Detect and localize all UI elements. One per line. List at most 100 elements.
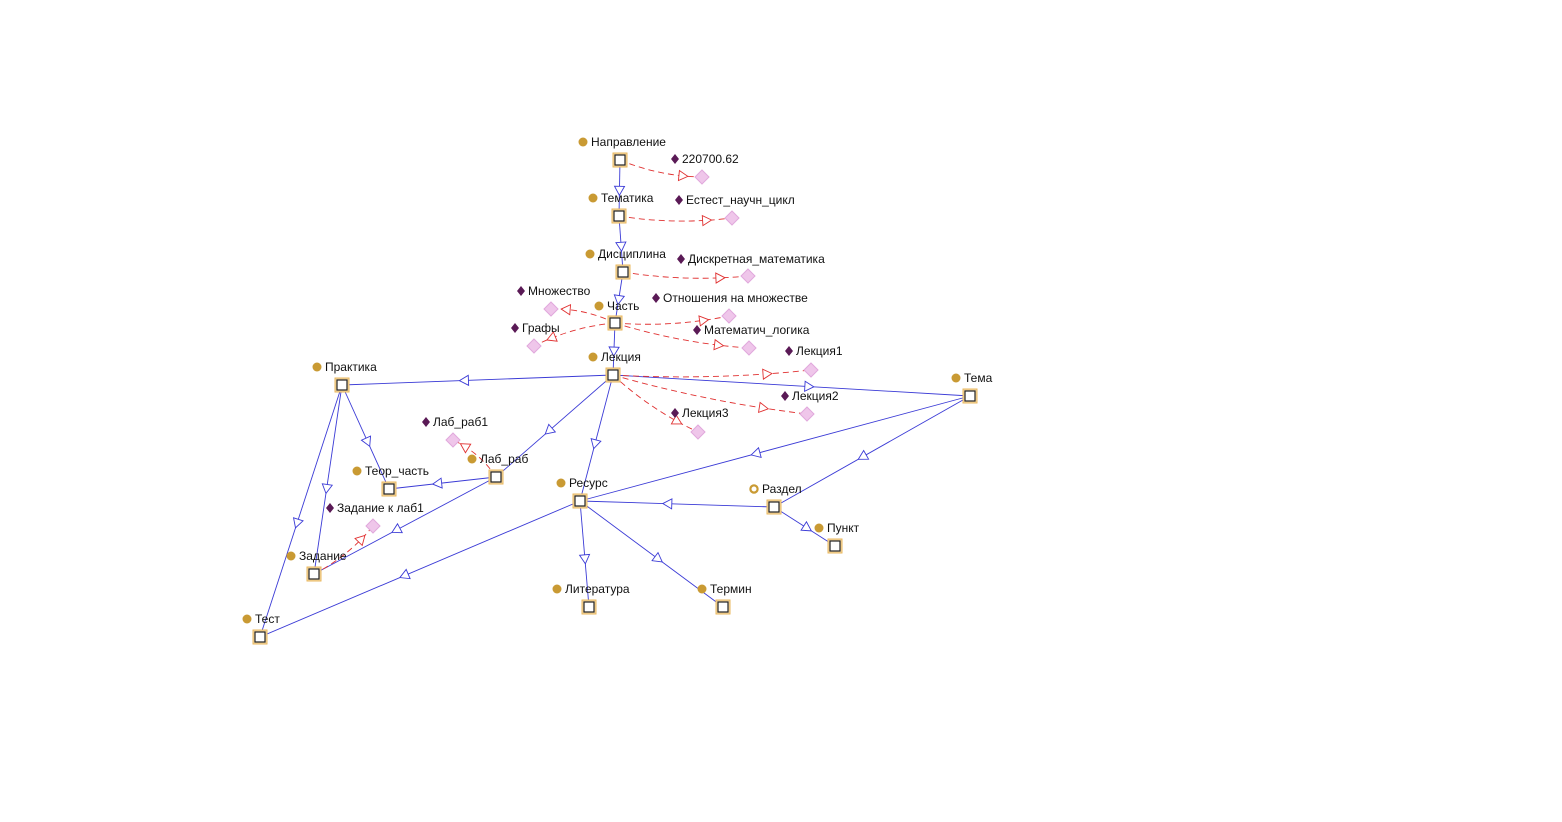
instance-edge-lab_rab-lab_rab1-arrow-icon [459, 443, 472, 454]
instance-bullet-icon [781, 391, 789, 401]
class-node-disciplina[interactable]: Дисциплина [585, 247, 667, 280]
instance-diamond-icon[interactable] [526, 338, 542, 354]
class-box-icon[interactable] [768, 501, 780, 513]
class-bullet-icon [814, 523, 824, 533]
instance-edge-lekciya-lekciya3 [612, 374, 699, 433]
class-node-tema[interactable]: Тема [951, 371, 993, 404]
class-node-punkt[interactable]: Пункт [814, 521, 860, 554]
instance-label: Множество [528, 284, 591, 298]
instance-bullet-icon [422, 417, 430, 427]
isa-edge-lekciya-resurs [579, 374, 614, 502]
class-node-tematika[interactable]: Тематика [588, 191, 654, 224]
class-box-icon[interactable] [574, 495, 586, 507]
instance-edge-chast-otnosheniya [614, 315, 730, 325]
instance-diamond-icon[interactable] [741, 340, 757, 356]
class-node-teor_chast[interactable]: Теор_часть [352, 464, 430, 497]
instance-node-lekciya3[interactable]: Лекция3 [671, 406, 729, 440]
instance-bullet-icon [693, 325, 701, 335]
instance-node-diskret[interactable]: Дискретная_математика [677, 252, 825, 284]
class-node-praktika[interactable]: Практика [312, 360, 378, 393]
isa-edge-disciplina-chast-arrow-icon [613, 294, 626, 306]
class-box-icon[interactable] [607, 369, 619, 381]
class-box-icon[interactable] [617, 266, 629, 278]
instance-label: Графы [522, 321, 560, 335]
instance-edge-napravlenie-i220700 [619, 159, 703, 178]
instance-diamond-icon[interactable] [721, 308, 737, 324]
class-box-icon[interactable] [336, 379, 348, 391]
instance-edge-lekciya-lekciya3-arrow-icon [670, 414, 683, 425]
isa-edge-lekciya-lab_rab [495, 374, 614, 478]
isa-edge-lekciya-praktika [341, 374, 614, 386]
class-node-chast[interactable]: Часть [594, 299, 640, 331]
isa-edge-praktika-teor_chast-arrow-icon [360, 435, 372, 448]
isa-edge-lab_rab-teor_chast [388, 476, 497, 490]
class-node-literatura[interactable]: Литература [552, 582, 630, 615]
class-node-termin[interactable]: Термин [697, 582, 752, 615]
class-box-icon[interactable] [717, 601, 729, 613]
class-bullet-icon [594, 301, 604, 311]
instance-diamond-icon[interactable] [803, 362, 819, 378]
instance-edge-tematika-estest [618, 215, 733, 222]
instance-node-estest[interactable]: Естест_научн_цикл [675, 193, 795, 226]
class-box-icon[interactable] [583, 601, 595, 613]
isa-edge-praktika-test [259, 384, 343, 638]
class-box-icon[interactable] [308, 568, 320, 580]
instance-node-lekciya1[interactable]: Лекция1 [785, 344, 843, 378]
class-node-zadanie[interactable]: Задание [286, 549, 347, 582]
class-box-icon[interactable] [613, 210, 625, 222]
instance-node-mnozhestvo[interactable]: Множество [517, 284, 591, 317]
instance-node-zadanie_k_lab1[interactable]: Задание к лаб1 [326, 501, 424, 534]
instance-diamond-icon[interactable] [724, 210, 740, 226]
class-label: Пункт [827, 521, 860, 535]
class-label: Задание [299, 549, 347, 563]
instance-diamond-icon[interactable] [543, 301, 559, 317]
instance-node-matlogika[interactable]: Математич_логика [693, 323, 810, 356]
class-box-icon[interactable] [614, 154, 626, 166]
instance-bullet-icon [785, 346, 793, 356]
instance-edge-tematika-estest-arrow-icon [701, 214, 713, 227]
isa-edge-lekciya-praktika-arrow-icon [458, 374, 470, 387]
class-box-icon[interactable] [383, 483, 395, 495]
class-bullet-icon [286, 551, 296, 561]
class-box-icon[interactable] [490, 471, 502, 483]
class-label: Лаб_раб [480, 452, 528, 466]
class-node-resurs[interactable]: Ресурс [556, 476, 608, 509]
class-label: Тема [964, 371, 993, 385]
instance-diamond-icon[interactable] [445, 432, 461, 448]
class-label: Тематика [601, 191, 654, 205]
instance-bullet-icon [671, 154, 679, 164]
instance-diamond-icon[interactable] [740, 268, 756, 284]
class-node-napravlenie[interactable]: Направление [578, 135, 667, 168]
instance-diamond-icon[interactable] [694, 169, 710, 185]
class-node-test[interactable]: Тест [242, 612, 281, 645]
instance-node-i220700[interactable]: 220700.62 [671, 152, 739, 185]
class-node-lekciya[interactable]: Лекция [588, 350, 641, 383]
instance-edge-lekciya-lekciya2-arrow-icon [758, 401, 770, 414]
class-node-lab_rab[interactable]: Лаб_раб [467, 452, 529, 485]
class-box-icon[interactable] [964, 390, 976, 402]
instance-diamond-icon[interactable] [690, 424, 706, 440]
instance-node-lab_rab1[interactable]: Лаб_раб1 [422, 415, 488, 448]
class-box-icon[interactable] [609, 317, 621, 329]
class-bullet-icon [585, 249, 595, 259]
instance-edge-chast-mnozhestvo-arrow-icon [560, 304, 572, 316]
instance-diamond-icon[interactable] [799, 406, 815, 422]
class-bullet-icon [697, 584, 707, 594]
class-node-razdel[interactable]: Раздел [749, 482, 802, 515]
instance-edge-lekciya-lekciya2 [612, 374, 808, 415]
nodes-layer: НаправлениеТематикаДисциплинаЧастьЛекция… [242, 135, 993, 645]
isa-edge-lab_rab-teor_chast-arrow-icon [431, 477, 443, 489]
isa-edge-razdel-resurs-arrow-icon [661, 498, 673, 510]
instance-node-lekciya2[interactable]: Лекция2 [781, 389, 839, 422]
instance-bullet-icon [511, 323, 519, 333]
class-box-icon[interactable] [829, 540, 841, 552]
instance-node-grafy[interactable]: Графы [511, 321, 560, 354]
class-label: Раздел [762, 482, 802, 496]
class-label: Практика [325, 360, 377, 374]
class-box-icon[interactable] [254, 631, 266, 643]
instance-diamond-icon[interactable] [365, 518, 381, 534]
instance-label: Отношения на множестве [663, 291, 808, 305]
instance-node-otnosheniya[interactable]: Отношения на множестве [652, 291, 808, 324]
isa-edge-praktika-zadanie [313, 384, 343, 575]
